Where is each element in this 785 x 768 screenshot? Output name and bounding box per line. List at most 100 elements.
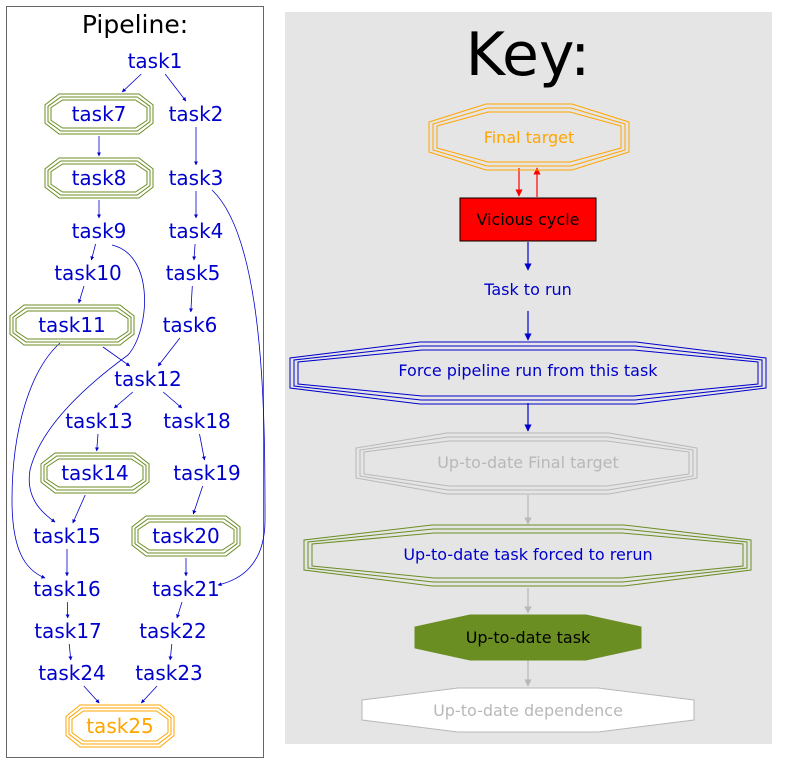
pipeline-node-task7: task7	[44, 93, 154, 135]
node-outline-task20-0	[131, 515, 241, 557]
edge-task23-task25	[141, 685, 158, 704]
pipeline-node-task5: task5	[166, 261, 221, 285]
key-uptodate-forced: Up-to-date task forced to rerun	[303, 524, 752, 587]
pipeline-node-task6: task6	[163, 313, 218, 337]
key-uptodate-final: Up-to-date Final target	[355, 432, 698, 495]
edge-task10-task11	[77, 285, 85, 304]
pipeline-node-label: task15	[33, 524, 101, 548]
pipeline-node-label: task6	[163, 313, 218, 337]
pipeline-node-label: task2	[169, 102, 224, 126]
pipeline-node-label: task19	[173, 461, 241, 485]
force-run-outline-inner	[297, 349, 759, 397]
edge-task1-task7	[121, 73, 142, 93]
pipeline-title: Pipeline:	[82, 10, 188, 39]
key-title: Key:	[466, 20, 591, 90]
pipeline-node-label: task10	[54, 261, 122, 285]
edge-task3-task21	[211, 189, 266, 587]
node-outline-task8-0	[44, 157, 154, 199]
pipeline-node-label: task14	[61, 461, 129, 485]
final-target-outline-mid	[432, 107, 626, 167]
pipeline-node-task25: task25	[65, 704, 175, 748]
pipeline-node-task21: task21	[152, 577, 220, 601]
pipeline-node-task3: task3	[169, 166, 224, 190]
pipeline-node-task24: task24	[38, 661, 106, 685]
uptodate-task-shape	[414, 614, 642, 661]
pipeline-node-label: task13	[65, 409, 133, 433]
pipeline-node-label: task7	[72, 102, 127, 126]
pipeline-node-task14: task14	[40, 452, 150, 494]
edge-task5-task6	[189, 285, 194, 313]
task-to-run-label: Task to run	[483, 280, 572, 299]
pipeline-node-label: task11	[38, 313, 106, 337]
pipeline-node-label: task1	[128, 49, 183, 73]
edge-task18-task19	[199, 433, 206, 461]
node-outline-task8-1	[47, 160, 151, 196]
pipeline-node-label: task4	[169, 219, 224, 243]
vicious-cycle-label: Vicious cycle	[477, 210, 580, 229]
pipeline-node-task12: task12	[114, 367, 182, 391]
node-outline-task11-1	[12, 307, 132, 343]
node-outline-task25-1	[68, 707, 172, 745]
node-outline-task14-1	[43, 455, 147, 491]
pipeline-node-task13: task13	[65, 409, 133, 433]
pipeline-node-label: task23	[135, 661, 203, 685]
pipeline-node-label: task17	[34, 619, 102, 643]
pipeline-node-task16: task16	[33, 577, 101, 601]
edge-task1-task2	[164, 73, 187, 102]
edge-task14-task15	[72, 494, 86, 524]
pipeline-node-task1: task1	[128, 49, 183, 73]
pipeline-node-label: task12	[114, 367, 182, 391]
pipeline-node-task11: task11	[9, 304, 135, 346]
edge-task11-task12	[102, 346, 131, 367]
pipeline-node-task4: task4	[169, 219, 224, 243]
key-vicious-cycle: Vicious cycle	[459, 197, 597, 242]
node-outline-task11-2	[15, 310, 129, 340]
pipeline-node-label: task22	[139, 619, 207, 643]
key-force-run: Force pipeline run from this task	[289, 341, 767, 405]
pipeline-node-label: task5	[166, 261, 221, 285]
node-outline-task7-2	[50, 99, 148, 129]
edge-task24-task25	[83, 685, 100, 704]
edge-task12-task18	[162, 391, 183, 409]
final-target-outline-inner	[436, 111, 622, 163]
uptodate-final-outline-mid	[359, 436, 694, 491]
edge-task11-task16	[11, 342, 61, 579]
key-uptodate-task: Up-to-date task	[414, 614, 642, 661]
key-final-target: Final target	[428, 103, 630, 171]
pipeline-node-task22: task22	[139, 619, 207, 643]
key-uptodate-dependence: Up-to-date dependence	[361, 687, 695, 733]
uptodate-task-label: Up-to-date task	[466, 628, 591, 647]
pipeline-node-task19: task19	[173, 461, 241, 485]
pipeline-node-task10: task10	[54, 261, 122, 285]
final-target-outline-outer	[428, 103, 630, 171]
edge-task19-task20	[192, 485, 204, 515]
node-outline-task20-1	[134, 518, 238, 554]
edge-task13-task14	[94, 433, 99, 452]
pipeline-node-label: task8	[72, 166, 127, 190]
pipeline-node-task15: task15	[33, 524, 101, 548]
uptodate-forced-outline-mid	[307, 528, 748, 583]
pipeline-node-label: task18	[163, 409, 231, 433]
node-outline-task7-0	[44, 93, 154, 135]
pipeline-node-task20: task20	[131, 515, 241, 557]
edge-task6-task12	[157, 337, 181, 367]
vicious-cycle-box	[459, 197, 597, 242]
key-edges	[515, 167, 541, 687]
key-task-to-run: Task to run	[483, 280, 572, 299]
uptodate-forced-outline-outer	[303, 524, 752, 587]
uptodate-forced-outline-inner	[311, 532, 744, 579]
final-target-label: Final target	[484, 128, 575, 147]
pipeline-node-label: task25	[86, 714, 154, 738]
pipeline-node-task18: task18	[163, 409, 231, 433]
node-outline-task14-0	[40, 452, 150, 494]
node-outline-task11-0	[9, 304, 135, 346]
pipeline-frame	[6, 6, 264, 758]
pipeline-node-label: task21	[152, 577, 220, 601]
edge-task4-task5	[192, 243, 197, 261]
node-outline-task7-1	[47, 96, 151, 132]
edge-task22-task23	[168, 643, 173, 661]
pipeline-node-task8: task8	[44, 157, 154, 199]
